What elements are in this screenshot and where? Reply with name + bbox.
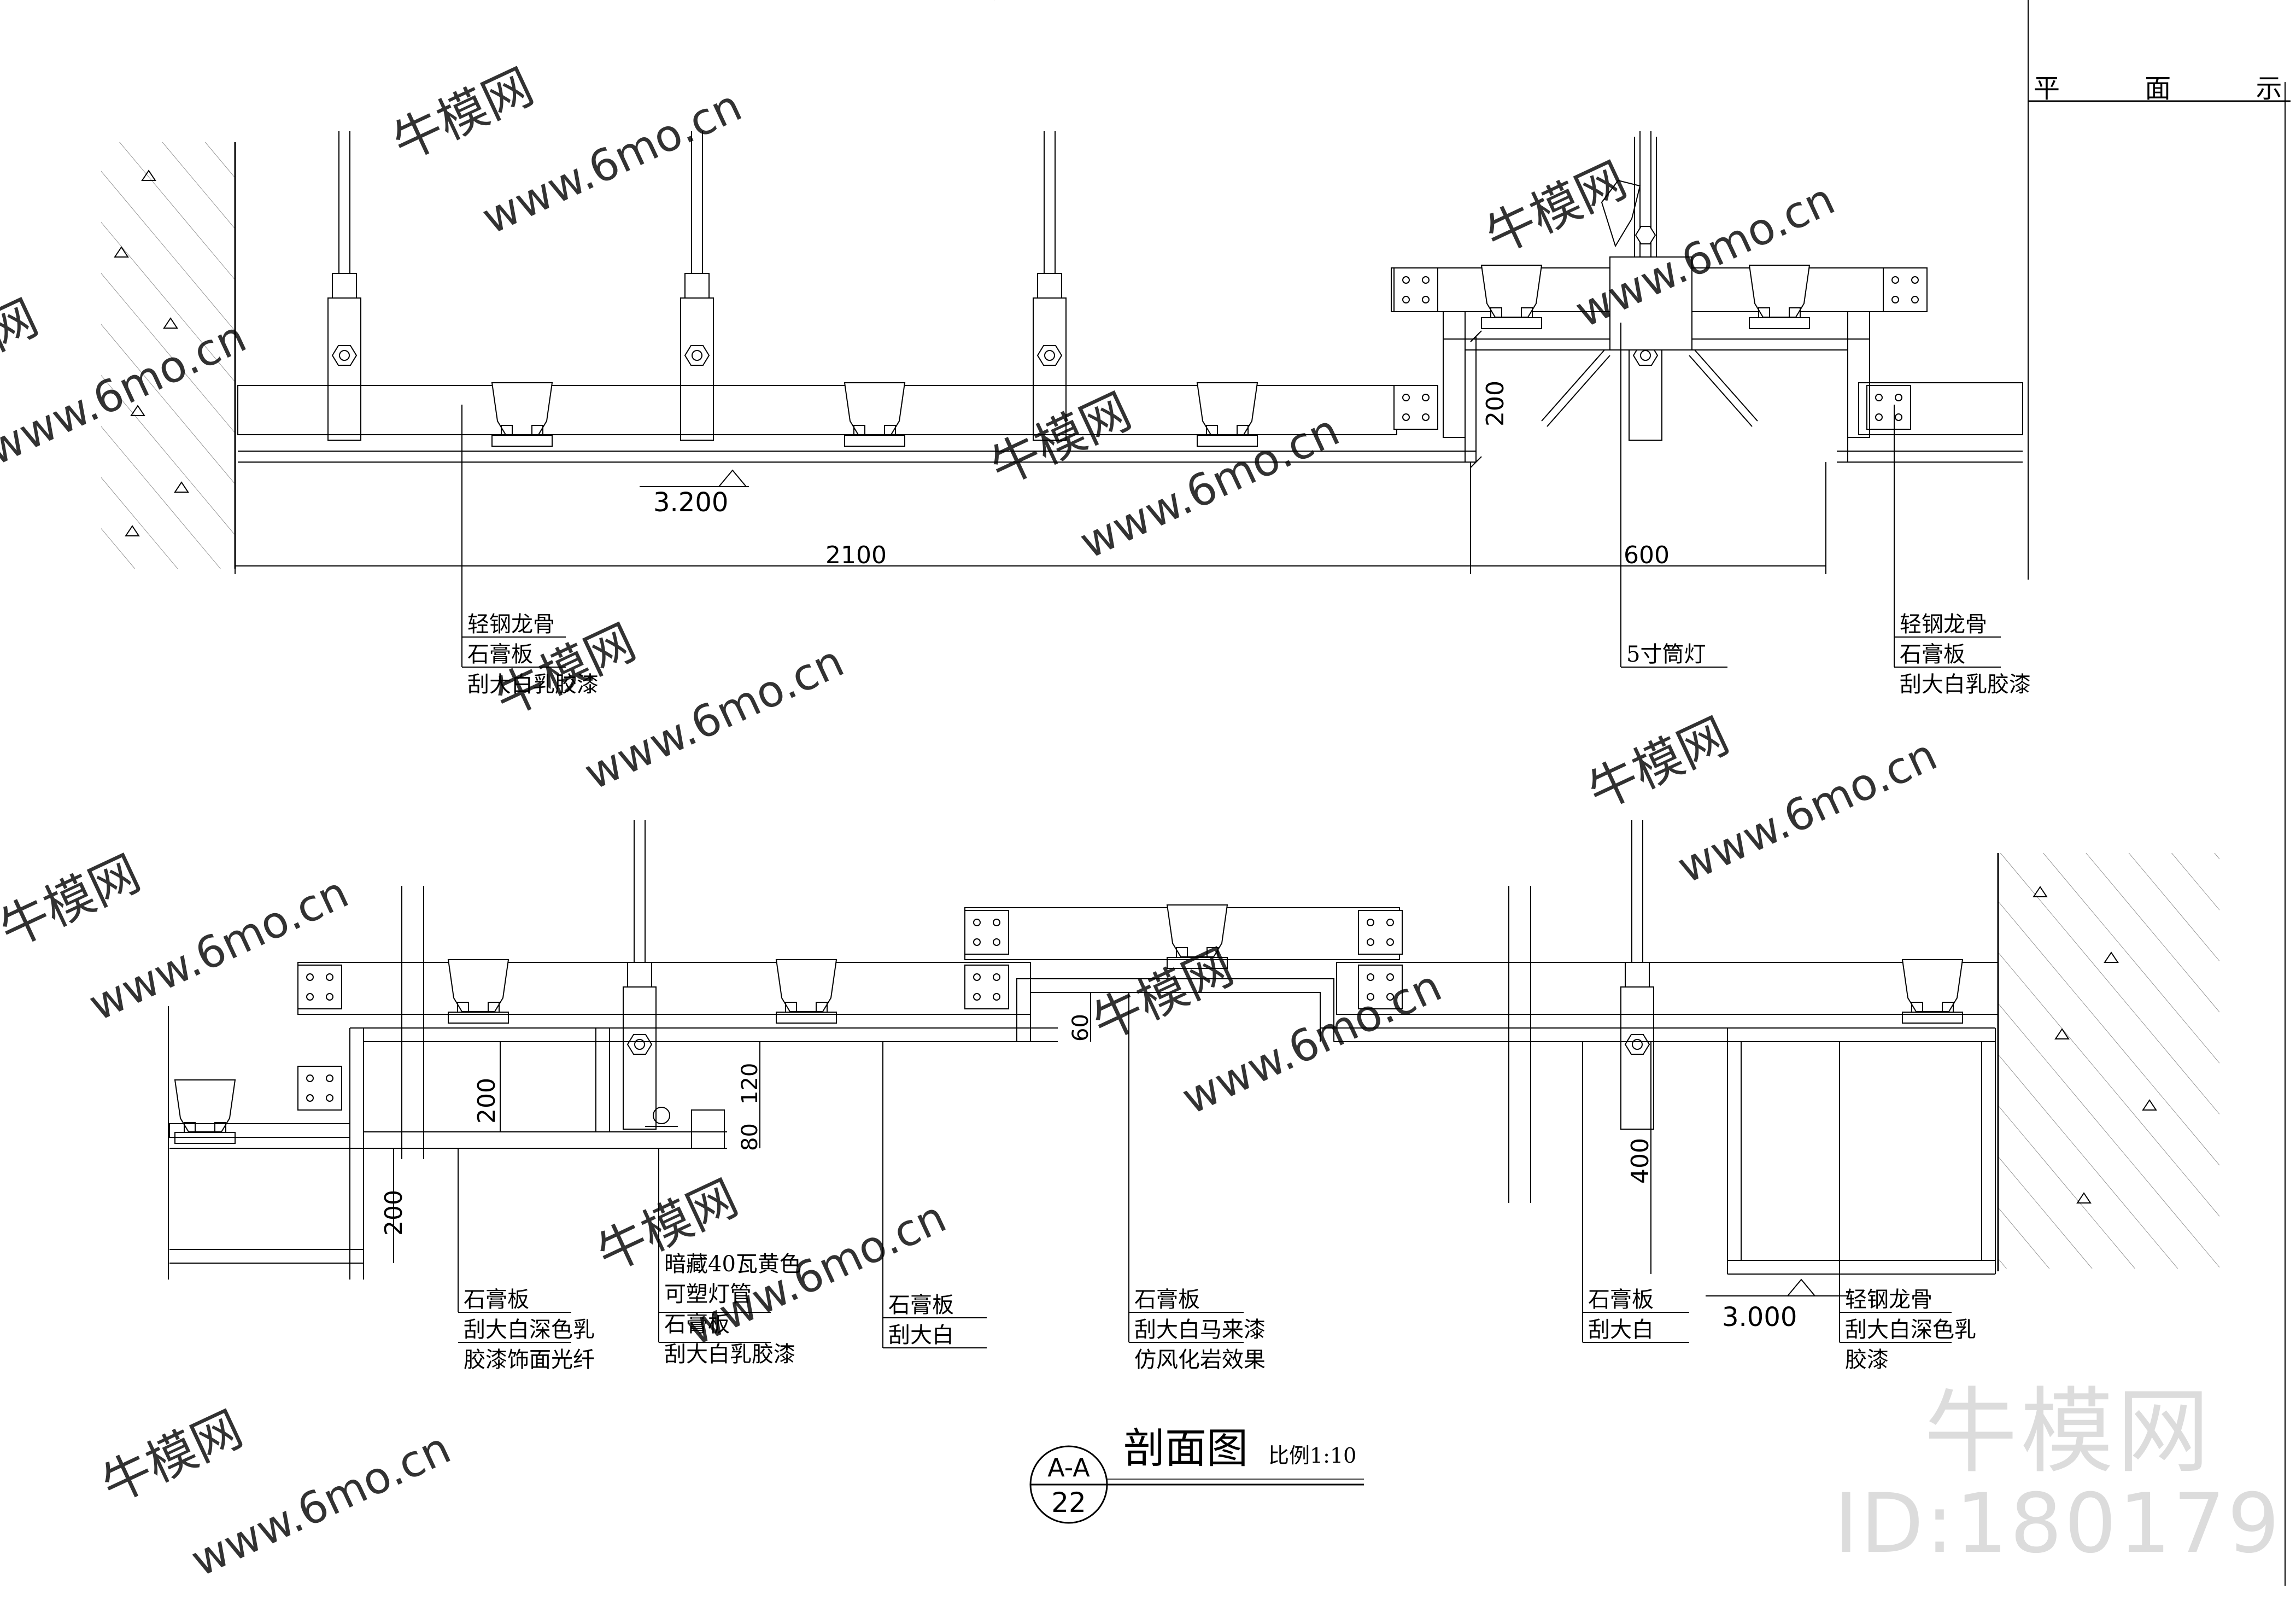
watermark-brand: 牛模网	[0, 289, 46, 403]
watermark-id: ID:180179	[1834, 1476, 2282, 1572]
upper-note-left-2: 石膏板	[467, 642, 533, 667]
upper-note-left-1: 轻钢龙骨	[467, 612, 555, 637]
lower-note-1-3: 胶漆饰面光纤	[464, 1347, 595, 1372]
watermark-brand: 牛模网	[1477, 151, 1635, 266]
lower-note-6-3: 胶漆	[1845, 1347, 1889, 1372]
watermark-url: www.6mo.cn	[970, 0, 1244, 13]
lower-note-2-1: 暗藏40瓦黄色	[664, 1252, 801, 1277]
watermark-brand: 牛模网	[1084, 938, 1242, 1052]
watermark-brand: 牛模网	[93, 1400, 251, 1515]
drawing-scale: 比例1:10	[1268, 1444, 1356, 1468]
lower-note-1-2: 刮大白深色乳	[464, 1317, 595, 1342]
upper-note-right-1: 轻钢龙骨	[1900, 612, 1987, 637]
lower-note-3-2: 刮大白	[888, 1323, 954, 1348]
lower-note-2-4: 刮大白乳胶漆	[664, 1342, 795, 1367]
lower-note-5-2: 刮大白	[1588, 1317, 1654, 1342]
lower-note-2-2: 可塑灯管	[664, 1282, 752, 1307]
lower-note-4-3: 仿风化岩效果	[1134, 1347, 1266, 1372]
upper-section: 3.200 200 2100 600 轻钢龙骨 石膏板 刮大白乳胶漆 5寸筒灯 …	[101, 131, 2031, 697]
lower-dim-200-a: 200	[473, 1078, 501, 1124]
upper-note-right-3: 刮大白乳胶漆	[1900, 672, 2031, 697]
drawing-title: 剖面图	[1123, 1424, 1248, 1473]
header-fragment: 平 面 示 意 图	[2034, 73, 2296, 104]
section-id: A-A	[1047, 1453, 1090, 1482]
watermark-brand: 牛模网	[1579, 707, 1737, 821]
lower-dim-80: 80	[737, 1123, 763, 1151]
lower-note-5-1: 石膏板	[1588, 1287, 1654, 1312]
upper-dim-2100: 2100	[825, 541, 887, 569]
upper-note-left-3: 刮大白乳胶漆	[467, 672, 599, 697]
watermark-brand: 牛模网	[384, 58, 542, 172]
lower-note-6-2: 刮大白深色乳	[1845, 1317, 1976, 1342]
lower-dim-400: 400	[1626, 1138, 1654, 1184]
lower-dim-200-b: 200	[380, 1190, 408, 1236]
watermark-brand: 牛模网	[0, 844, 149, 959]
watermark-logo-brand: 牛模网	[1924, 1378, 2213, 1486]
lower-note-2-3: 石膏板	[664, 1312, 730, 1337]
lower-note-3-1: 石膏板	[888, 1293, 954, 1318]
upper-dim-200: 200	[1481, 381, 1509, 427]
lower-dim-60: 60	[1068, 1014, 1093, 1042]
sheet-number: 22	[1051, 1487, 1086, 1518]
lower-note-4-2: 刮大白马来漆	[1134, 1317, 1266, 1342]
lower-section: 3.000 200 200 120 80 60 400	[168, 820, 2219, 1372]
lower-note-4-1: 石膏板	[1134, 1287, 1200, 1312]
lower-dim-120: 120	[737, 1063, 763, 1105]
upper-level-mark: 3.200	[653, 487, 728, 518]
title-block: A-A 22 剖面图 比例1:10	[1029, 1424, 1364, 1524]
upper-note-light: 5寸筒灯	[1626, 642, 1706, 667]
lower-note-1-1: 石膏板	[464, 1287, 529, 1312]
upper-dim-600: 600	[1624, 541, 1670, 569]
upper-note-right-2: 石膏板	[1900, 642, 1965, 667]
lower-level-mark: 3.000	[1722, 1302, 1797, 1333]
lower-note-6-1: 轻钢龙骨	[1845, 1287, 1932, 1312]
